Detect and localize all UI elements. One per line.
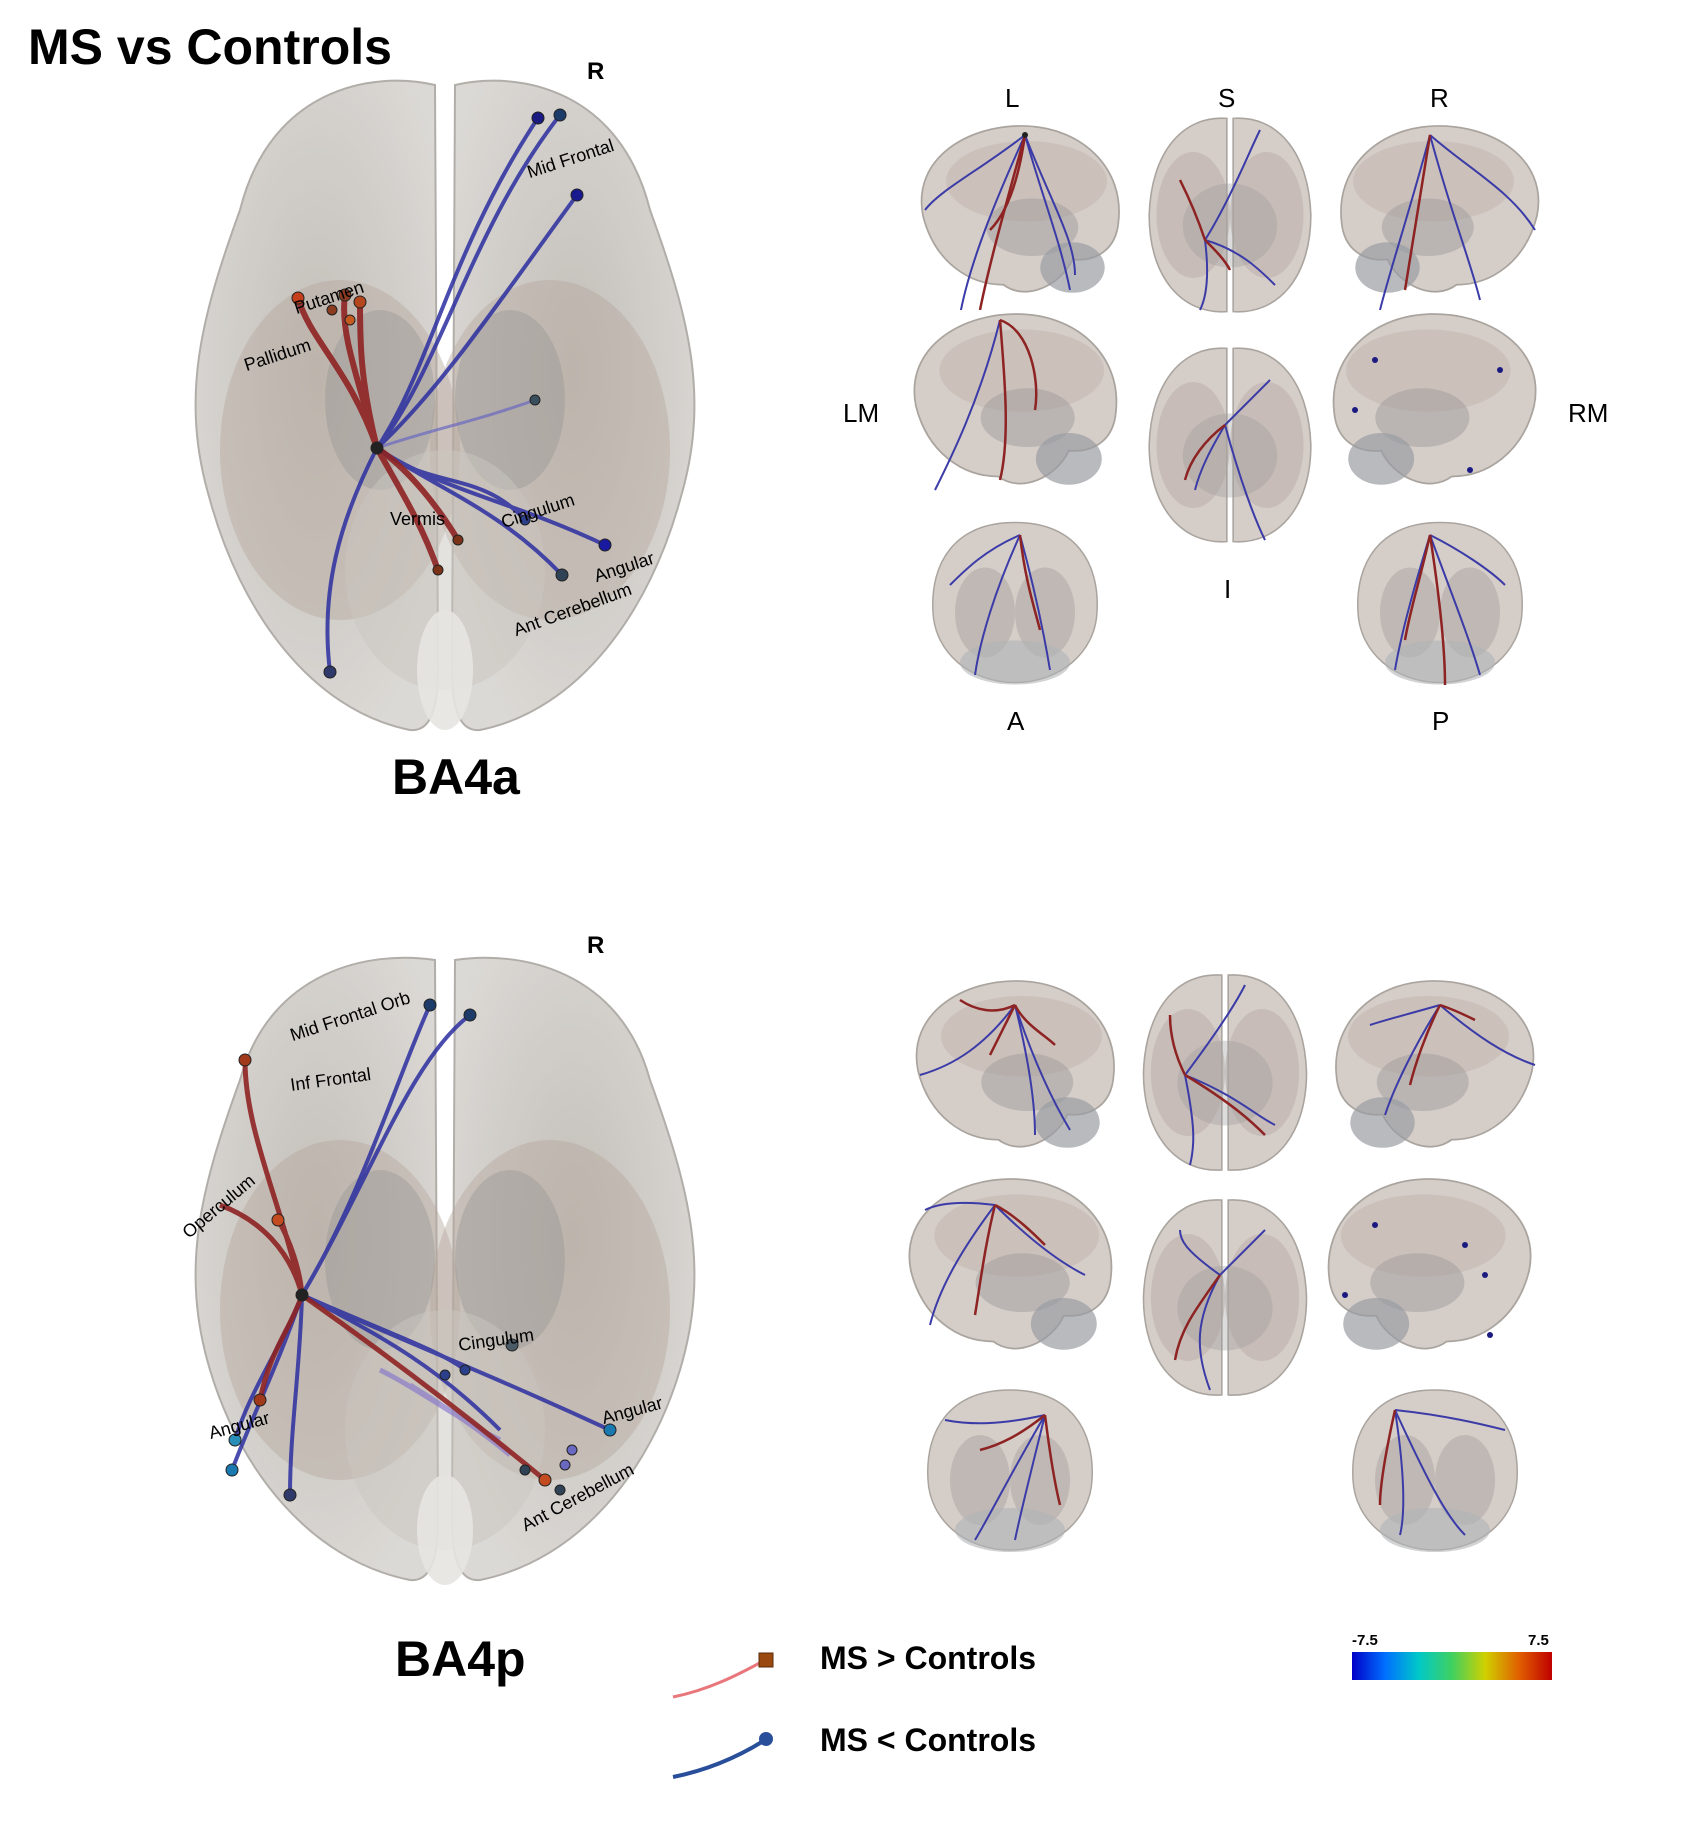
colorbar-min-label: -7.5 — [1352, 1632, 1378, 1649]
view-label-right-medial: RM — [1568, 398, 1609, 428]
ba4p-view-left-medial — [908, 1178, 1113, 1351]
ba4a-view-inferior — [1148, 347, 1312, 543]
ba4a-view-left-lateral — [920, 125, 1120, 310]
panel-label-ba4a: BA4a — [392, 749, 520, 805]
view-label-superior: S — [1218, 83, 1236, 113]
ba4p-view-inferior — [1142, 1199, 1308, 1396]
view-label-inferior: I — [1224, 574, 1232, 604]
ba4p-view-right-medial — [1327, 1178, 1532, 1351]
ba4p-view-right-lateral — [1335, 980, 1536, 1149]
figure-title: MS vs Controls — [28, 19, 392, 75]
legend-decrease-swatch — [672, 1732, 773, 1779]
ba4a-view-right-lateral — [1340, 125, 1540, 310]
legend-decrease-label: MS < Controls — [820, 1722, 1037, 1758]
view-label-posterior: P — [1432, 706, 1450, 736]
orientation-label-top: R — [587, 58, 605, 85]
view-label-right: R — [1430, 83, 1449, 113]
ba4a-axial-brain — [194, 79, 696, 732]
ba4p-view-superior — [1142, 974, 1308, 1171]
colorbar — [1352, 1652, 1552, 1680]
ba4a-view-anterior — [931, 521, 1099, 686]
legend-increase-label: MS > Controls — [820, 1640, 1037, 1676]
view-label-left: L — [1005, 83, 1020, 113]
ba4a-view-left-medial — [913, 313, 1118, 491]
ba4p-view-anterior — [926, 1389, 1094, 1553]
view-label-left-medial: LM — [843, 398, 880, 428]
ba4a-label-vermis: Vermis — [390, 509, 446, 529]
view-label-anterior: A — [1007, 706, 1025, 736]
ba4p-view-posterior — [1351, 1389, 1519, 1553]
legend-increase-swatch — [672, 1652, 774, 1699]
ba4p-axial-brain — [194, 956, 696, 1585]
ba4a-view-superior — [1148, 117, 1312, 313]
panel-label-ba4p: BA4p — [395, 1631, 526, 1687]
orientation-label-bottom: R — [587, 932, 605, 959]
ba4a-view-right-medial — [1332, 313, 1537, 486]
ba4a-view-posterior — [1356, 521, 1524, 686]
ba4p-view-left-lateral — [915, 980, 1115, 1149]
colorbar-max-label: 7.5 — [1528, 1632, 1549, 1649]
